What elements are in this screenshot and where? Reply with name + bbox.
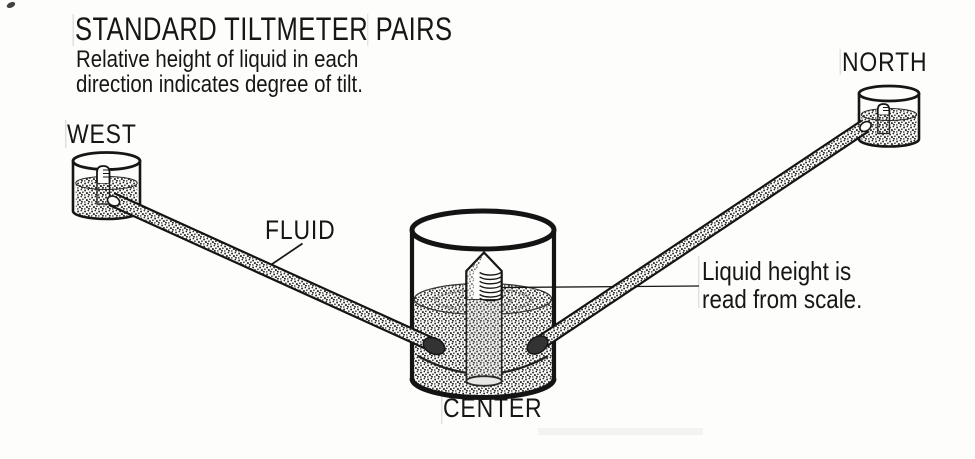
label-north: NORTH	[842, 47, 928, 77]
north-pot-rim	[857, 84, 921, 103]
north-tube-joint	[859, 120, 872, 133]
scale-leader-line	[502, 285, 700, 289]
center-rim	[409, 208, 557, 252]
fluid-leader-line	[268, 242, 303, 268]
scale-rod-side-shading	[466, 271, 474, 299]
scan-seam	[72, 14, 74, 46]
scale-rod-bottom	[465, 375, 503, 387]
label-west: WEST	[67, 119, 137, 149]
scan-artifacts	[6, 1, 841, 435]
north-scale-marks	[883, 107, 889, 111]
annotation-liquid-height: Liquid height is read from scale.	[702, 257, 862, 313]
scan-seam	[839, 49, 841, 75]
west-scale-rod	[96, 165, 111, 183]
center-reservoir	[409, 208, 557, 400]
north-scale-rod-submerged	[877, 113, 890, 135]
scan-seam	[367, 14, 369, 46]
scan-seam	[441, 396, 443, 424]
scale-graduations	[479, 271, 502, 302]
center-bottom-arc	[409, 378, 557, 400]
label-center: CENTER	[443, 393, 543, 423]
annotation-line-2: read from scale.	[702, 284, 863, 314]
scan-smudge	[538, 428, 703, 435]
surface-swirl-inner	[454, 292, 512, 309]
subtitle-line-1: Relative height of liquid in each	[76, 46, 359, 73]
west-scale-marks	[103, 169, 109, 178]
ink-blotch	[6, 1, 16, 9]
scale-rod-submerged-stipple	[466, 299, 502, 381]
scan-seam	[65, 120, 67, 148]
annotation-line-1: Liquid height is	[702, 256, 852, 286]
north-fluid-tube	[532, 119, 870, 352]
north-tube-fluid	[534, 121, 868, 350]
diagram-subtitle: Relative height of liquid in each direct…	[76, 47, 363, 97]
west-tube-joint	[106, 195, 121, 207]
subtitle-line-2: direction indicates degree of tilt.	[76, 71, 363, 98]
north-tiltmeter-pot	[857, 84, 921, 148]
west-tube-end-opening	[422, 336, 446, 356]
north-scale-rod	[876, 103, 891, 115]
scale-rod-tip-shading	[466, 252, 484, 271]
west-fluid-tube	[108, 192, 438, 353]
page-title: STANDARD TILTMETER PAIRS	[75, 11, 453, 47]
north-tube-end-opening	[526, 335, 549, 355]
label-fluid: FLUID	[265, 215, 336, 245]
west-tube-fluid	[109, 194, 437, 351]
scan-seam	[698, 256, 700, 308]
